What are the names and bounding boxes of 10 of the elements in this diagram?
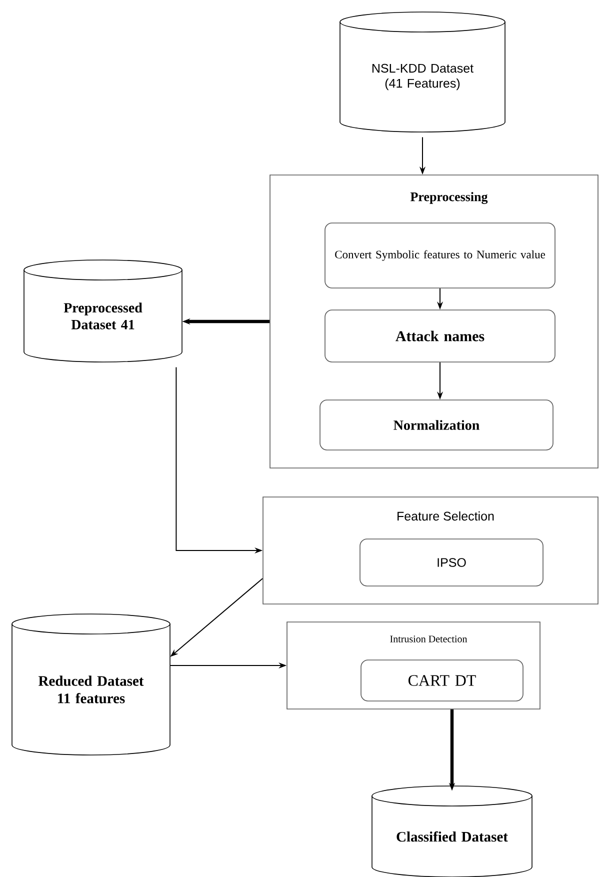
database-cylinder: Preprocessed Dataset 41: [24, 260, 182, 362]
process-box: Convert Symbolic features to Numeric value: [324, 222, 556, 288]
database-cylinder: Reduced Dataset 11 features: [12, 614, 170, 756]
process-box: CART DT: [360, 660, 524, 702]
process-box: IPSO: [360, 538, 544, 586]
node-label: Classified Dataset: [396, 831, 508, 842]
database-cylinder: NSL-KDD Dataset (41 Features): [340, 12, 506, 132]
process-box: Attack names: [324, 310, 556, 362]
process-box: Normalization: [320, 400, 554, 450]
database-cylinder: Classified Dataset: [372, 786, 532, 877]
